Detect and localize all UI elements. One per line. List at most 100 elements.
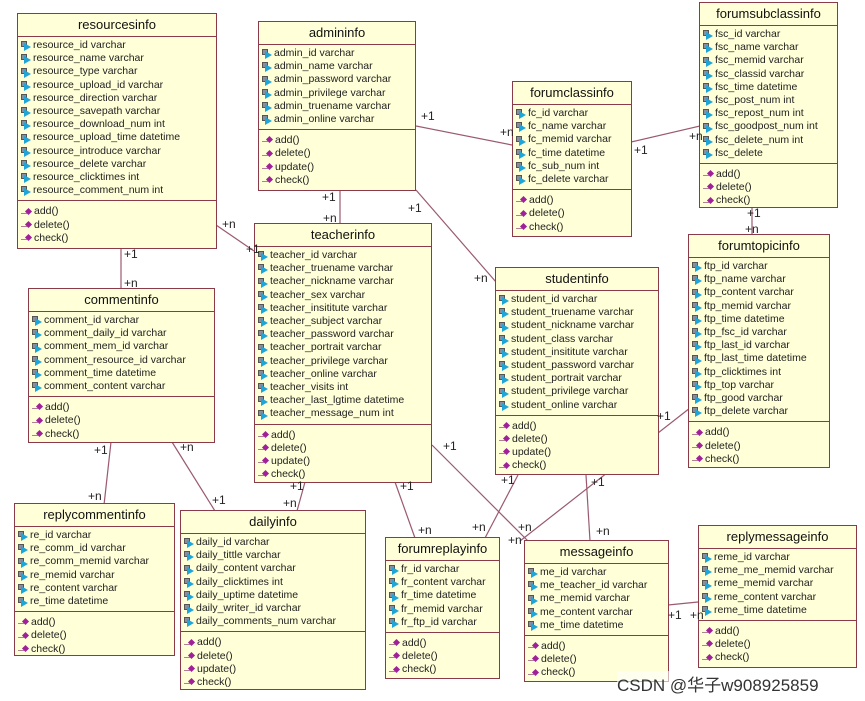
operation-label: check()	[402, 663, 437, 676]
operation-row: check()	[516, 221, 631, 234]
operation-icon	[702, 654, 714, 663]
attribute-label: me_teacher_id varchar	[540, 579, 648, 592]
attribute-icon	[528, 594, 539, 605]
attribute-icon	[499, 334, 510, 345]
attribute-icon	[389, 591, 400, 602]
operation-icon	[692, 442, 704, 451]
attribute-label: fsc_goodpost_num int	[715, 120, 818, 133]
class-title: forumclassinfo	[513, 82, 631, 105]
multiplicity-label: +n	[508, 533, 522, 547]
multiplicity-label: +n	[418, 523, 432, 537]
attribute-row: student_portrait varchar	[499, 372, 658, 385]
attribute-icon	[258, 264, 269, 275]
attribute-icon	[516, 109, 527, 120]
multiplicity-label: +1	[290, 479, 304, 493]
operation-icon	[389, 639, 401, 648]
operation-row: delete()	[258, 442, 431, 455]
attribute-label: teacher_insititute varchar	[270, 301, 388, 314]
attribute-label: comment_mem_id varchar	[44, 340, 169, 353]
multiplicity-label: +n	[283, 496, 297, 510]
attribute-icon	[21, 146, 32, 157]
attribute-icon	[692, 367, 703, 378]
operation-label: delete()	[705, 439, 741, 452]
attribute-label: resource_upload_time datetime	[33, 131, 181, 144]
assoc-teacher-daily	[296, 481, 306, 512]
attribute-label: re_memid varchar	[30, 568, 115, 581]
attribute-label: fc_memid varchar	[528, 133, 612, 146]
attribute-row: fsc_memid varchar	[703, 54, 837, 67]
attribute-row: teacher_visits int	[258, 381, 431, 394]
operation-icon	[262, 176, 274, 185]
operation-label: add()	[402, 637, 427, 650]
operation-label: check()	[541, 666, 576, 679]
operation-label: delete()	[275, 147, 311, 160]
operation-icon	[262, 136, 274, 145]
attribute-icon	[21, 173, 32, 184]
attribute-label: resource_download_num int	[33, 118, 165, 131]
operation-label: delete()	[541, 653, 577, 666]
attribute-label: comment_resource_id varchar	[44, 353, 186, 366]
attribute-row: fsc_repost_num int	[703, 107, 837, 120]
attribute-row: admin_id varchar	[262, 47, 415, 60]
attribute-label: resource_direction varchar	[33, 91, 158, 104]
operation-icon	[499, 448, 511, 457]
attribute-icon	[528, 607, 539, 618]
attribute-icon	[32, 329, 43, 340]
attribute-row: daily_id varchar	[184, 536, 365, 549]
attribute-row: student_password varchar	[499, 359, 658, 372]
class-title: teacherinfo	[255, 224, 431, 247]
multiplicity-label: +1	[591, 475, 605, 489]
attribute-row: resource_savepath varchar	[21, 105, 216, 118]
attribute-row: fc_memid varchar	[516, 133, 631, 146]
assoc-student-forumreplay	[484, 474, 519, 539]
attribute-label: re_id varchar	[30, 529, 92, 541]
attribute-icon	[703, 96, 714, 107]
attribute-row: fsc_delete_num int	[703, 134, 837, 147]
attribute-label: fsc_post_num int	[715, 94, 795, 107]
attribute-row: fsc_classid varchar	[703, 68, 837, 81]
attribute-label: fc_name varchar	[528, 120, 607, 133]
attribute-label: daily_tittle varchar	[196, 549, 281, 562]
attribute-row: resource_introduce varchar	[21, 145, 216, 158]
attribute-icon	[184, 577, 195, 588]
attribute-label: student_password varchar	[511, 359, 635, 372]
attribute-row: fsc_id varchar	[703, 28, 837, 41]
operation-row: check()	[258, 468, 431, 481]
operation-icon	[516, 210, 528, 219]
operation-row: check()	[389, 663, 499, 676]
attribute-row: admin_name varchar	[262, 60, 415, 73]
attribute-label: admin_truename varchar	[274, 99, 391, 112]
attribute-icon	[703, 122, 714, 133]
attribute-label: student_truename varchar	[511, 306, 634, 319]
operation-row: delete()	[184, 650, 365, 663]
attribute-label: fsc_classid varchar	[715, 67, 805, 80]
attribute-row: comment_mem_id varchar	[32, 340, 214, 353]
attribute-label: ftp_last_time datetime	[704, 352, 807, 365]
operation-row: delete()	[389, 650, 499, 663]
attribute-row: teacher_id varchar	[258, 249, 431, 262]
attribute-row: reme_id varchar	[702, 551, 856, 564]
operation-list: add()delete()check()	[689, 422, 829, 468]
attribute-icon	[703, 148, 714, 159]
operation-row: update()	[184, 663, 365, 676]
attribute-label: resource_introduce varchar	[33, 144, 161, 157]
attribute-row: fr_id varchar	[389, 563, 499, 576]
attribute-icon	[499, 361, 510, 372]
attribute-row: reme_time datetime	[702, 604, 856, 617]
operation-icon	[258, 470, 270, 479]
